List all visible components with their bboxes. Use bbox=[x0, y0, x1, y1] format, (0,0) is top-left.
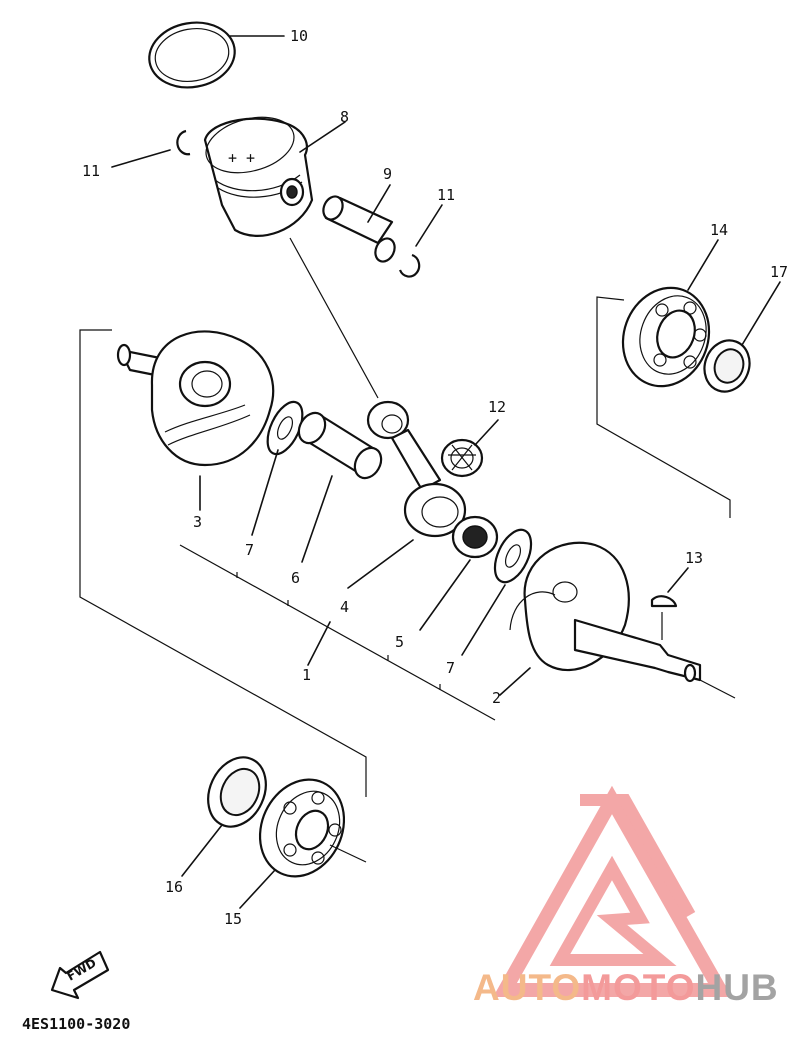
watermark-logo: AUTOMOTOHUB bbox=[473, 967, 779, 1009]
callout-15: 15 bbox=[224, 910, 242, 928]
watermark-hub: HUB bbox=[695, 967, 779, 1008]
callout-11-left: 11 bbox=[82, 162, 100, 180]
big-end-bearing bbox=[419, 515, 499, 631]
callout-4: 4 bbox=[340, 598, 349, 616]
callout-13: 13 bbox=[685, 549, 703, 567]
callout-7-left: 7 bbox=[245, 541, 254, 559]
drawing-code: 4ES1100-3020 bbox=[22, 1015, 131, 1033]
woodruff-key bbox=[650, 567, 689, 640]
callout-9: 9 bbox=[383, 165, 392, 183]
callout-1: 1 bbox=[302, 666, 311, 684]
callout-10: 10 bbox=[290, 27, 308, 45]
callout-11-right: 11 bbox=[437, 186, 455, 204]
small-end-bearing bbox=[440, 419, 499, 478]
watermark-moto: MOTO bbox=[581, 967, 696, 1008]
crank-web-right bbox=[499, 541, 702, 696]
circlip-right bbox=[398, 204, 443, 278]
watermark-auto: AUTO bbox=[473, 967, 582, 1008]
crank-web-left bbox=[116, 330, 275, 511]
piston-ring bbox=[148, 21, 285, 89]
circlip-left bbox=[111, 129, 191, 168]
piston-pin bbox=[322, 184, 396, 263]
bearing-left bbox=[239, 778, 367, 909]
svg-text:+ +: + + bbox=[228, 149, 255, 167]
callout-3: 3 bbox=[193, 513, 202, 531]
oil-seal-right bbox=[703, 281, 781, 393]
watermark-triangle-icon bbox=[493, 785, 733, 997]
fwd-arrow-icon: FWD bbox=[50, 950, 110, 1000]
callout-17: 17 bbox=[770, 263, 788, 281]
callout-14: 14 bbox=[710, 221, 728, 239]
piston: + + bbox=[203, 116, 346, 237]
callout-12: 12 bbox=[488, 398, 506, 416]
callout-6: 6 bbox=[291, 569, 300, 587]
callout-8: 8 bbox=[340, 108, 349, 126]
callout-2: 2 bbox=[492, 689, 501, 707]
crank-pin bbox=[297, 411, 383, 563]
callout-7-right: 7 bbox=[446, 659, 455, 677]
oil-seal-left bbox=[181, 756, 267, 877]
washer-right bbox=[461, 528, 533, 656]
callout-16: 16 bbox=[165, 878, 183, 896]
washer-left bbox=[251, 400, 304, 536]
bearing-right bbox=[621, 239, 719, 388]
connecting-rod bbox=[347, 400, 467, 589]
callout-5: 5 bbox=[395, 633, 404, 651]
